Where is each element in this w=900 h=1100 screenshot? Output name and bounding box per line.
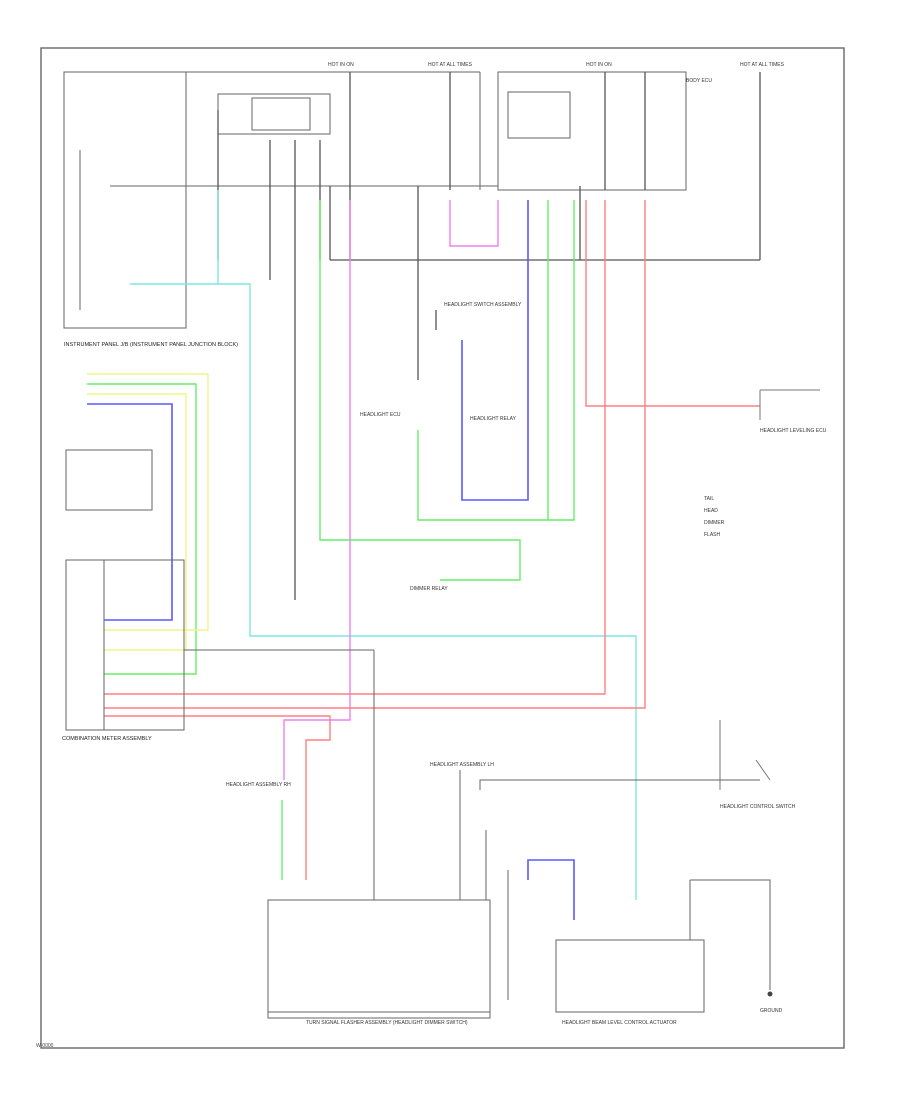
- combination-meter-label: COMBINATION METER ASSEMBLY: [62, 736, 152, 742]
- wire-red: [104, 200, 760, 880]
- body-ecu-note: BODY ECU: [686, 78, 712, 84]
- top-fuse-label-4: HOT AT ALL TIMES: [740, 62, 785, 68]
- wire-pink: [283, 200, 499, 780]
- legend-item-4: FLASH: [704, 532, 721, 538]
- control-switch-label: HEADLIGHT CONTROL SWITCH: [720, 804, 796, 810]
- top-fuse-label-3: HOT IN ON: [586, 62, 612, 68]
- top-fuse-label-2: HOT AT ALL TIMES: [428, 62, 473, 68]
- leveling-ecu-label: HEADLIGHT LEVELING ECU: [760, 428, 827, 434]
- dimmer-relay-label: DIMMER RELAY: [410, 586, 448, 592]
- bottom-assemblies: [267, 770, 771, 1019]
- wire-yellow: [87, 373, 209, 651]
- ground-point-label: GROUND: [760, 1008, 783, 1014]
- corner-code: W-0000: [36, 1043, 54, 1049]
- wire-green: [87, 200, 575, 880]
- legend: TAIL HEAD DIMMER FLASH: [704, 496, 725, 538]
- beam-actuator-label: HEADLIGHT BEAM LEVEL CONTROL ACTUATOR: [562, 1020, 677, 1026]
- headlight-switch-label-1: HEADLIGHT SWITCH ASSEMBLY: [444, 302, 522, 308]
- wire-cyan: [130, 283, 637, 900]
- instrument-panel-junction-block: [63, 71, 687, 329]
- legend-item-1: TAIL: [704, 496, 714, 502]
- bottom-assembly-label: TURN SIGNAL FLASHER ASSEMBLY (HEADLIGHT …: [306, 1020, 468, 1026]
- black-wires: [217, 72, 761, 600]
- legend-item-3: DIMMER: [704, 520, 725, 526]
- right-components: [719, 389, 820, 790]
- legend-item-2: HEAD: [704, 508, 718, 514]
- headlight-lh-label: HEADLIGHT ASSEMBLY LH: [430, 762, 494, 768]
- diagram-frame: [40, 47, 845, 1049]
- top-fuse-label-1: HOT IN ON: [328, 62, 354, 68]
- instrument-panel-label: INSTRUMENT PANEL J/B (INSTRUMENT PANEL J…: [64, 342, 238, 348]
- headlight-rh-label: HEADLIGHT ASSEMBLY RH: [226, 782, 291, 788]
- wire-blue: [87, 200, 575, 920]
- left-components: [65, 449, 375, 900]
- headlight-ecu-label: HEADLIGHT ECU: [360, 412, 401, 418]
- ground-point-icon: [767, 991, 773, 997]
- top-fuse-labels: HOT IN ON HOT AT ALL TIMES HOT IN ON HOT…: [328, 62, 785, 84]
- headlight-relay-label: HEADLIGHT RELAY: [470, 416, 517, 422]
